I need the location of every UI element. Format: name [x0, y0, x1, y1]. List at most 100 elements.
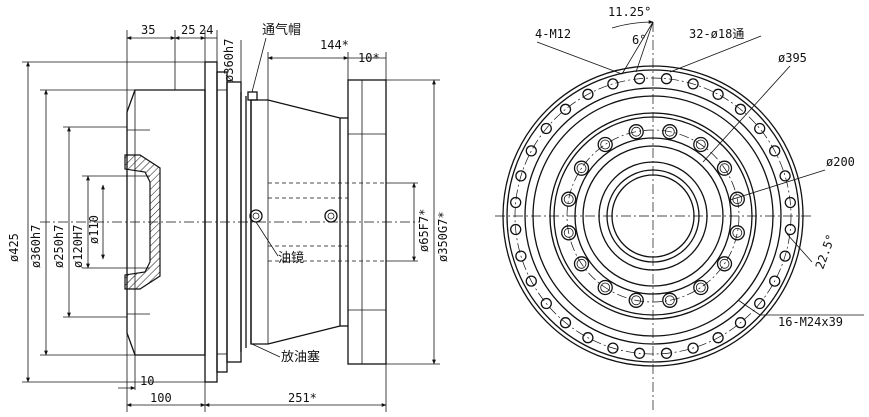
bolt-hole-inner	[576, 163, 587, 174]
through-hole	[769, 145, 781, 157]
breather-cap	[247, 91, 258, 101]
bolt-hole	[628, 292, 644, 308]
bolt-hole-inner	[695, 282, 706, 293]
bolt-circle-outer	[514, 77, 792, 355]
bolt-hole-inner	[732, 227, 743, 238]
bolt-hole	[561, 225, 577, 241]
drain-plug-label: 放油塞	[281, 349, 320, 365]
through-hole	[559, 317, 572, 329]
angle-11-25: 11.25°	[608, 5, 651, 19]
bolt-hole-inner	[719, 163, 730, 174]
bolt-hole-inner	[563, 227, 574, 238]
through-hole	[687, 342, 699, 354]
through-hole	[633, 73, 646, 85]
hub-section	[124, 154, 161, 290]
bolt-hole	[662, 124, 678, 140]
bolt-hole-inner	[600, 282, 611, 293]
through-hole	[525, 275, 537, 287]
dim-24: 24	[199, 23, 213, 37]
angle-22-5: 22.5°	[813, 232, 839, 271]
bolt-hole-inner	[664, 295, 675, 306]
tap-holes-label: 4-M12	[535, 27, 571, 41]
dim-d110: ø110	[87, 215, 101, 244]
bolt-hole	[729, 191, 745, 207]
bolt-hole	[573, 160, 590, 176]
through-hole	[754, 297, 766, 310]
bolt-hole	[662, 292, 678, 308]
center-bore	[606, 169, 700, 263]
dim-10-bottom: 10	[140, 374, 154, 388]
through-hole	[769, 275, 781, 287]
through-hole	[784, 196, 796, 209]
bolt-hole-inner	[664, 126, 675, 137]
bolt-hole	[597, 279, 613, 296]
dim-d250h7: ø250h7	[52, 225, 66, 268]
dim-100: 100	[150, 391, 172, 405]
through-hole	[734, 103, 747, 115]
through-hole	[660, 73, 673, 85]
sight-glass-label: 油镜	[278, 251, 304, 266]
through-hole	[712, 88, 724, 100]
through-hole	[754, 122, 766, 135]
bolt-hole-inner	[563, 194, 574, 205]
through-hole	[660, 347, 673, 359]
bolt-hole-inner	[600, 139, 611, 150]
bolt-hole	[716, 256, 733, 272]
through-hole	[515, 170, 527, 182]
dim-d395: ø395	[778, 51, 807, 65]
through-hole	[607, 78, 619, 90]
through-hole	[582, 332, 594, 344]
dim-d120H7: ø120H7	[71, 225, 85, 268]
through-hole	[510, 196, 522, 209]
through-hole	[559, 103, 572, 115]
outer-circle	[502, 65, 804, 367]
dim-d425: ø425	[7, 233, 21, 262]
bolt-hole	[716, 160, 733, 176]
sight-glass-icon	[249, 209, 263, 223]
through-hole	[779, 170, 791, 182]
through-hole	[784, 223, 796, 236]
through-hole	[607, 342, 619, 354]
inner-hole-pattern	[561, 124, 745, 308]
through-holes-label: 32-ø18通	[689, 27, 744, 41]
dim-d360h7: ø360h7	[29, 225, 43, 268]
outer-hole-pattern	[510, 73, 796, 359]
bolt-hole	[729, 225, 745, 241]
bolt-circle-inner	[566, 129, 740, 303]
dim-251: 251*	[288, 391, 317, 405]
dim-d200: ø200	[826, 155, 855, 169]
bolt-hole	[597, 136, 613, 153]
dim-25: 25	[181, 23, 195, 37]
through-hole	[779, 250, 791, 262]
breather-cap-label: 通气帽	[262, 22, 301, 38]
side-view: 35 25 24 144* 10* ø425 ø360h7 ø250h7 ø12…	[7, 22, 450, 412]
bolt-hole	[561, 191, 577, 207]
dim-d350G7: ø350G7*	[436, 211, 450, 262]
dim-144: 144*	[320, 38, 349, 52]
dim-35: 35	[141, 23, 155, 37]
through-hole	[525, 145, 537, 157]
bolt-holes-label: 16-M24x39	[778, 315, 843, 329]
bolt-hole-inner	[631, 126, 642, 137]
dim-d360h7-top: ø360h7	[222, 39, 236, 82]
bolt-hole-inner	[719, 258, 730, 269]
dim-d65F7: ø65F7*	[417, 209, 431, 252]
through-hole	[540, 122, 552, 135]
angle-6: 6°	[632, 33, 646, 47]
through-hole	[510, 223, 522, 236]
input-flange	[347, 79, 387, 365]
front-view: 11.25° 6° 4-M12 32-ø18通 ø395 ø200 22.5° …	[495, 5, 864, 410]
bolt-hole	[573, 256, 590, 272]
through-hole	[540, 297, 552, 310]
through-hole	[687, 78, 699, 90]
through-hole	[712, 332, 724, 344]
through-hole	[734, 317, 747, 329]
bolt-hole-inner	[631, 295, 642, 306]
bolt-hole	[628, 124, 644, 140]
through-hole	[633, 347, 646, 359]
through-hole	[582, 88, 594, 100]
bolt-hole-inner	[695, 139, 706, 150]
dim-10-top: 10*	[358, 51, 380, 65]
through-hole	[515, 250, 527, 262]
bolt-hole	[693, 279, 709, 296]
